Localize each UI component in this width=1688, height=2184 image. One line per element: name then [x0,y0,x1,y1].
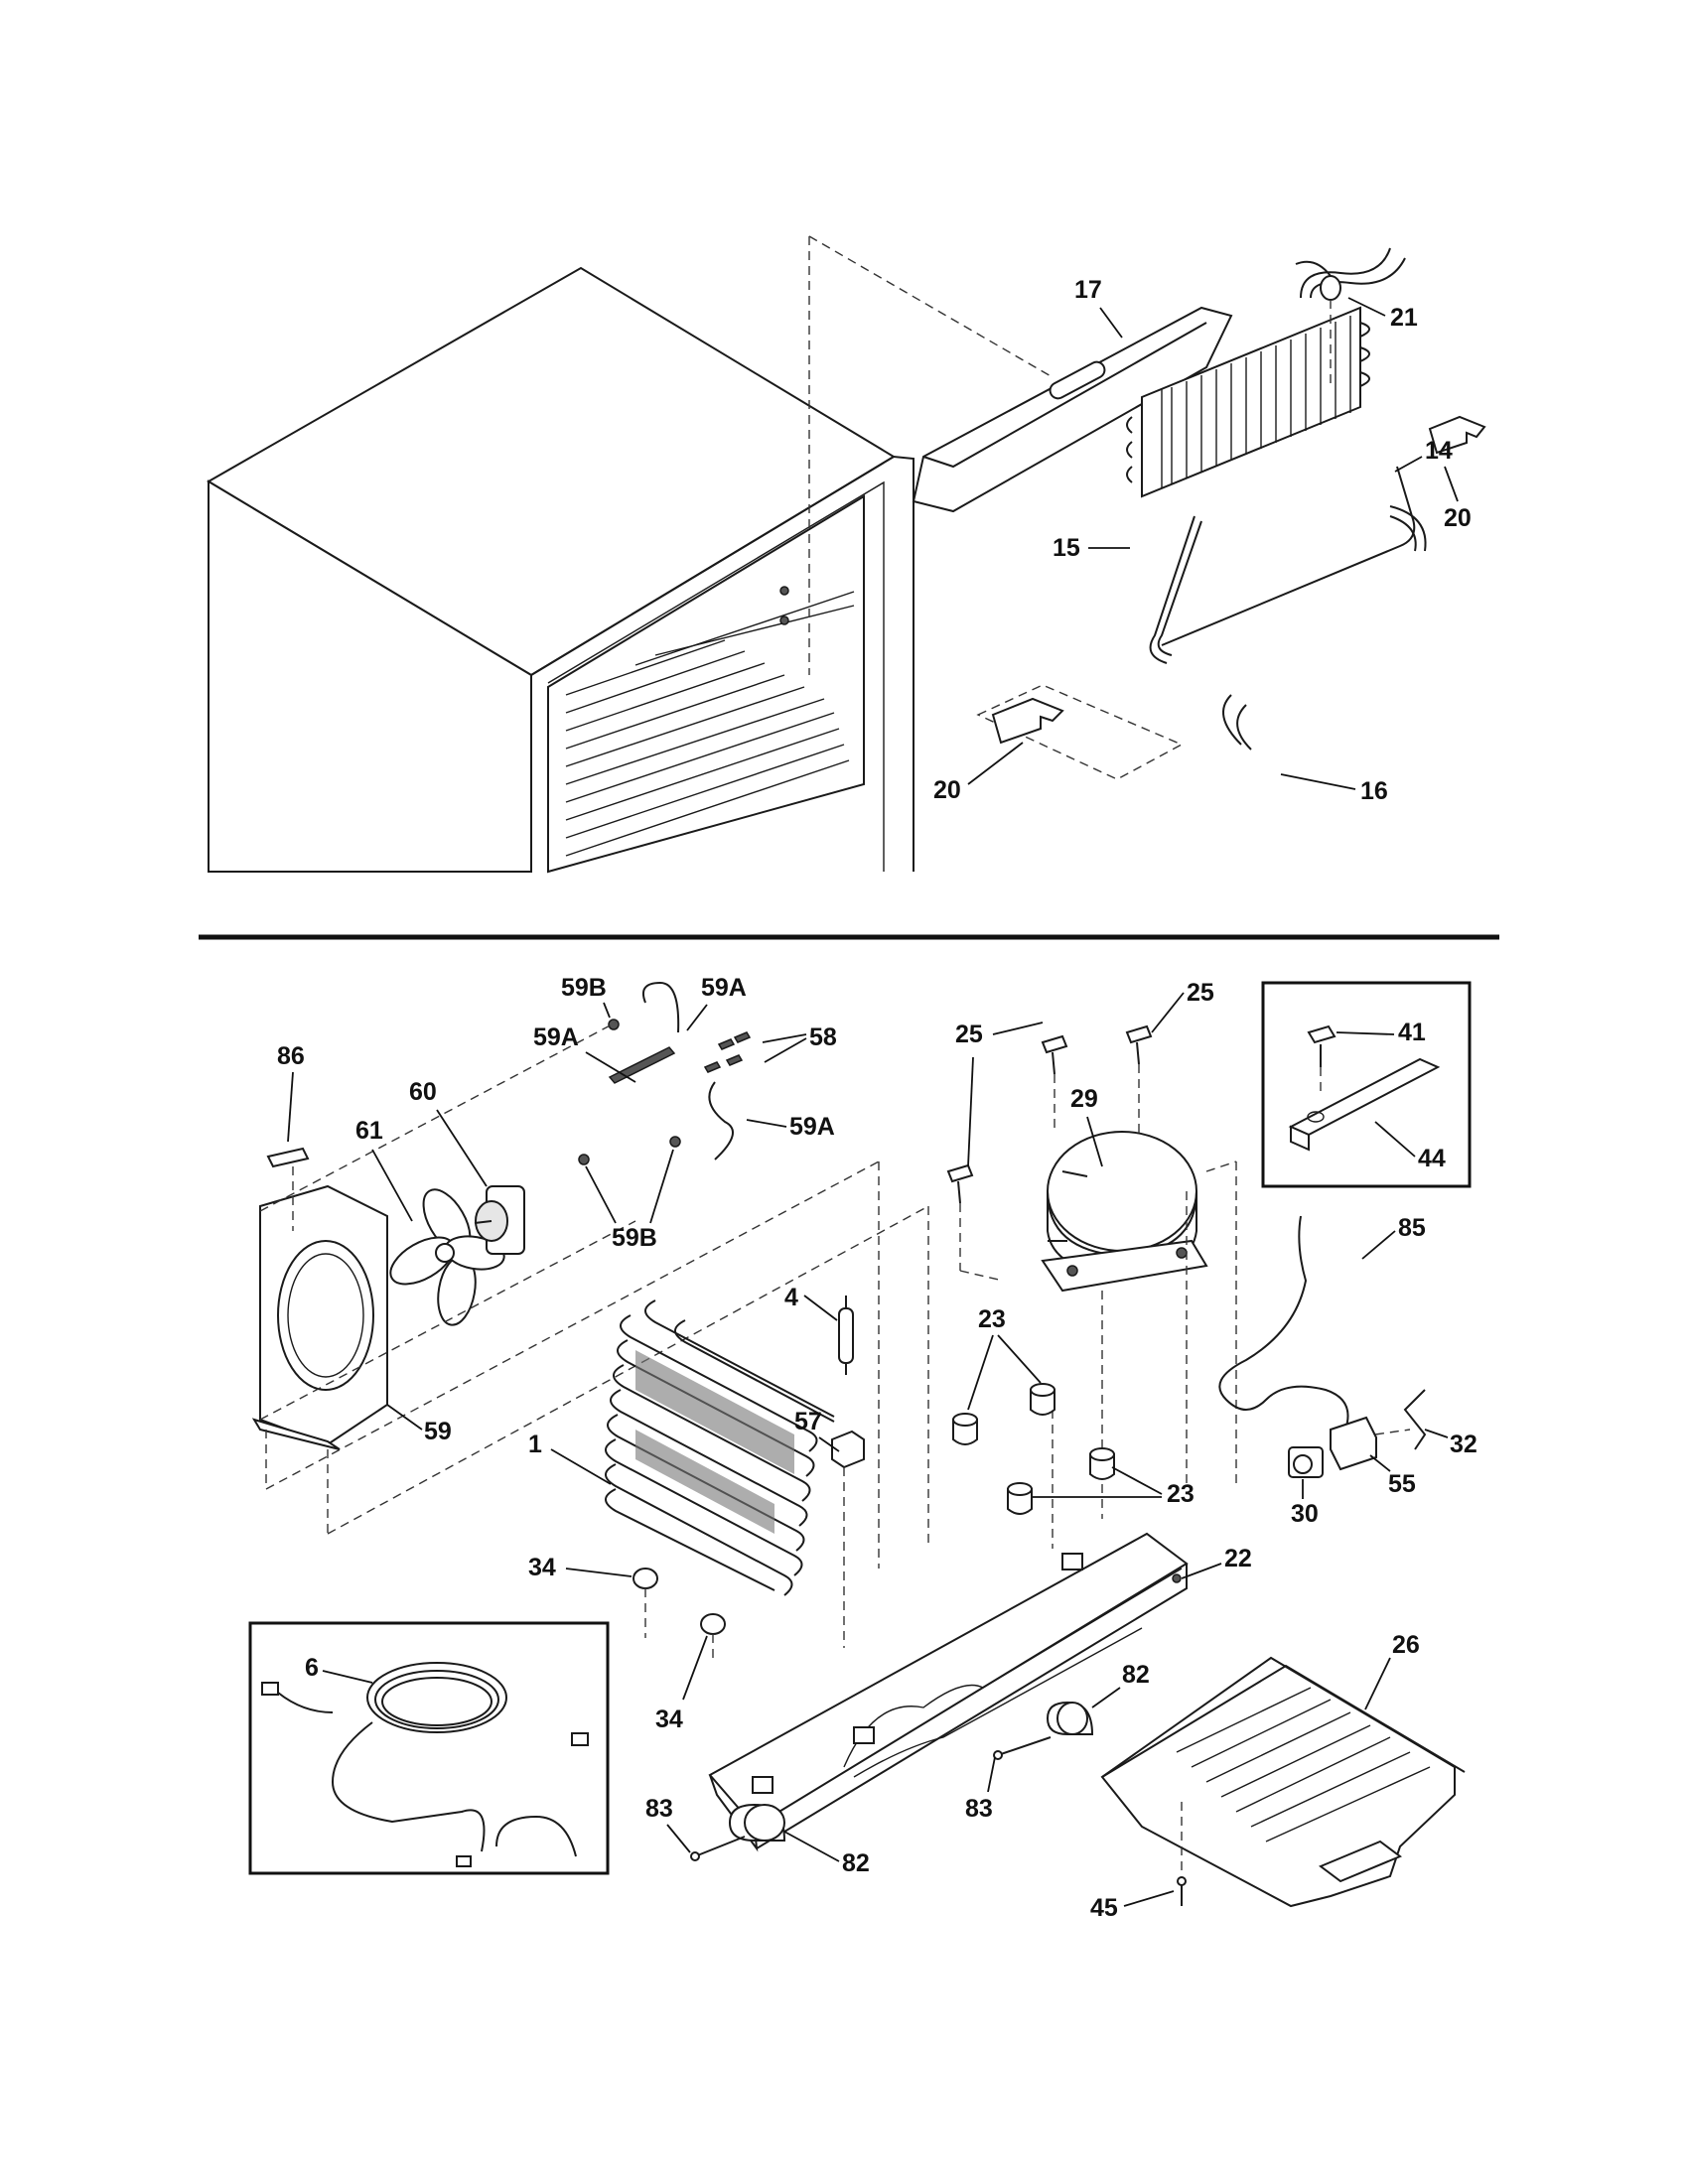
callout-58: 58 [809,1024,837,1051]
callout-1: 1 [528,1431,542,1458]
relay-overload [1288,1416,1411,1478]
callout-59a: 59A [533,1024,579,1051]
defrost-thermostat [1295,260,1341,301]
callout-20: 20 [1444,504,1472,532]
callout-61: 61 [355,1117,383,1145]
callout-59b: 59B [612,1224,657,1252]
callout-26: 26 [1392,1631,1420,1659]
callout-45: 45 [1090,1894,1118,1922]
callout-6: 6 [305,1654,319,1682]
drain-pan-ribs [1176,1687,1431,1843]
condenser-loop-tube [1218,1215,1349,1431]
rollers [690,1701,1094,1861]
callout-20: 20 [933,776,961,804]
defrost-heater [1149,466,1416,664]
duct-cover [912,306,1233,513]
callout-30: 30 [1291,1500,1319,1528]
compressor-mount-box [1261,981,1472,1188]
fan-blade [389,1188,505,1326]
callout-57: 57 [794,1408,822,1435]
callout-59a: 59A [789,1113,835,1141]
callout-34: 34 [528,1554,556,1581]
evaporator [1126,247,1406,498]
callout-83: 83 [645,1795,673,1823]
fan-motor-hardware [578,981,752,1165]
callout-25: 25 [1187,979,1214,1007]
callout-16: 16 [1360,777,1388,805]
callout-4: 4 [784,1284,798,1311]
drier [838,1296,854,1375]
grommets-compressor [952,1383,1115,1515]
wire-clip [1403,1389,1427,1450]
grommets-left [633,1568,726,1635]
heater-clips [1222,505,1427,751]
refrigerator-cabinet [207,266,914,874]
callout-23: 23 [978,1305,1006,1333]
callout-17: 17 [1074,276,1102,304]
compressor-bolts [946,1024,1153,1204]
wire-tie [495,1815,577,1857]
callout-21: 21 [1390,304,1418,332]
callout-86: 86 [277,1042,305,1070]
bottom-labels: 59B 59A 59A 58 86 60 61 59A 59B 59 25 25… [277,974,1477,1922]
power-cord-box [248,1621,610,1875]
freezer-grille-lines [565,591,855,857]
callout-29: 29 [1070,1085,1098,1113]
callout-32: 32 [1450,1431,1477,1458]
callout-85: 85 [1398,1214,1426,1242]
spacer-clip-lower [976,684,1184,780]
callout-59: 59 [424,1418,452,1445]
callout-83: 83 [965,1795,993,1823]
top-labels: 17 21 20 14 15 20 16 [933,276,1472,805]
callout-82: 82 [1122,1661,1150,1689]
callout-25: 25 [955,1021,983,1048]
callout-59a: 59A [701,974,747,1002]
fan-dashed-guides [259,1022,929,1569]
fan-motor [474,1185,525,1255]
callout-44: 44 [1418,1145,1446,1172]
drain-pan [1100,1656,1466,1908]
callout-60: 60 [409,1078,437,1106]
condenser-fan-bracket [251,1184,388,1450]
tubing-clip [831,1430,865,1469]
callout-55: 55 [1388,1470,1416,1498]
callout-34: 34 [655,1706,683,1733]
callout-23: 23 [1167,1480,1195,1508]
callout-82: 82 [842,1849,870,1877]
spacer-clip [1428,415,1486,455]
callout-14: 14 [1425,437,1453,465]
fan-bracket-clip [266,1147,310,1168]
base-plate [708,1532,1189,1852]
callout-22: 22 [1224,1545,1252,1572]
compressor [1041,1131,1208,1293]
callout-15: 15 [1053,534,1080,562]
compressor-dashed-guides [959,1064,1237,1549]
evaporator-fins [1171,316,1351,484]
callout-41: 41 [1398,1019,1426,1046]
callout-59b: 59B [561,974,607,1002]
condenser-coil [605,1299,835,1596]
